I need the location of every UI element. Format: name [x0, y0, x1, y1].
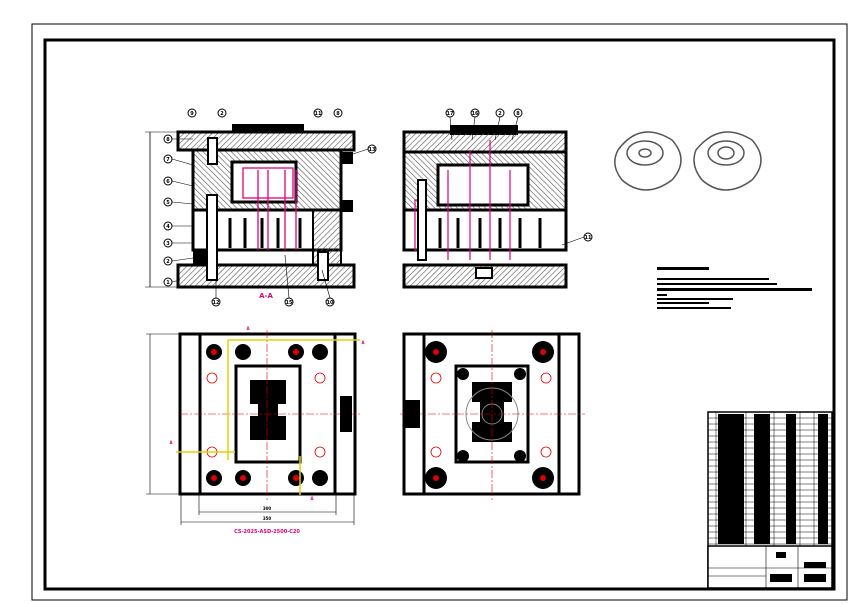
- balloon: 17: [445, 108, 455, 118]
- parts-list-title-block: [707, 411, 833, 589]
- svg-text:11: 11: [315, 111, 322, 117]
- balloon: 2: [495, 108, 505, 118]
- svg-text:6: 6: [166, 179, 170, 185]
- cut-mark: A: [246, 326, 250, 331]
- side-section-view: [402, 125, 568, 289]
- balloon: 4: [163, 221, 173, 231]
- balloon: 1: [163, 277, 173, 287]
- svg-text:15: 15: [286, 300, 293, 306]
- cut-mark: A: [169, 440, 173, 445]
- svg-text:3: 3: [166, 241, 170, 247]
- inner-frame: [43, 38, 836, 591]
- outer-border: [31, 23, 848, 601]
- moving-half-plan-view: A A A A 300 350 CS-2025-ASD-2500-C20: [146, 326, 365, 535]
- balloon: 12: [211, 297, 221, 307]
- balloon: 9: [187, 108, 197, 118]
- svg-text:11: 11: [585, 235, 592, 241]
- dimension-width-outer: 350: [263, 516, 272, 521]
- balloon: 2: [163, 256, 173, 266]
- svg-text:8: 8: [336, 111, 340, 117]
- balloon: 16: [470, 108, 480, 118]
- svg-text:4: 4: [166, 224, 170, 230]
- svg-text:17: 17: [447, 111, 454, 117]
- cut-mark: A: [361, 340, 365, 345]
- svg-text:7: 7: [166, 157, 170, 163]
- balloon: 13: [367, 144, 377, 154]
- balloon: 8: [163, 134, 173, 144]
- balloons-side-view: 17 16 2 8 11: [445, 108, 593, 246]
- svg-text:13: 13: [369, 147, 376, 153]
- svg-text:9: 9: [190, 111, 194, 117]
- section-view-a-a: [145, 124, 356, 289]
- balloon: 8: [513, 108, 523, 118]
- balloon: 5: [163, 197, 173, 207]
- balloon: 10: [325, 297, 335, 307]
- svg-text:2: 2: [166, 259, 170, 265]
- part-isometric-views: [614, 131, 762, 191]
- balloon: 11: [313, 108, 323, 118]
- svg-text:5: 5: [166, 200, 170, 206]
- section-label: A-A: [259, 292, 273, 300]
- svg-text:1: 1: [166, 280, 170, 286]
- svg-text:16: 16: [472, 111, 479, 117]
- dimension-width-inner: 300: [263, 506, 272, 511]
- svg-text:10: 10: [327, 300, 334, 306]
- balloons-section-view: 9 2 11 8 8 7 6 5 4 3 2 1 13 12 15 10 A-A: [163, 108, 377, 307]
- fixed-half-plan-view: [400, 330, 585, 500]
- svg-text:8: 8: [166, 137, 170, 143]
- balloon: 15: [284, 297, 294, 307]
- svg-text:2: 2: [220, 111, 224, 117]
- balloon: 2: [217, 108, 227, 118]
- balloon: 8: [333, 108, 343, 118]
- svg-text:12: 12: [213, 300, 220, 306]
- balloon: 6: [163, 176, 173, 186]
- drawing-number: CS-2025-ASD-2500-C20: [234, 529, 300, 535]
- balloon: 11: [583, 232, 593, 242]
- technical-notes: [657, 267, 812, 309]
- svg-text:2: 2: [498, 111, 502, 117]
- cut-mark: A: [310, 496, 314, 501]
- svg-text:8: 8: [516, 111, 520, 117]
- balloon: 3: [163, 238, 173, 248]
- balloon: 7: [163, 154, 173, 164]
